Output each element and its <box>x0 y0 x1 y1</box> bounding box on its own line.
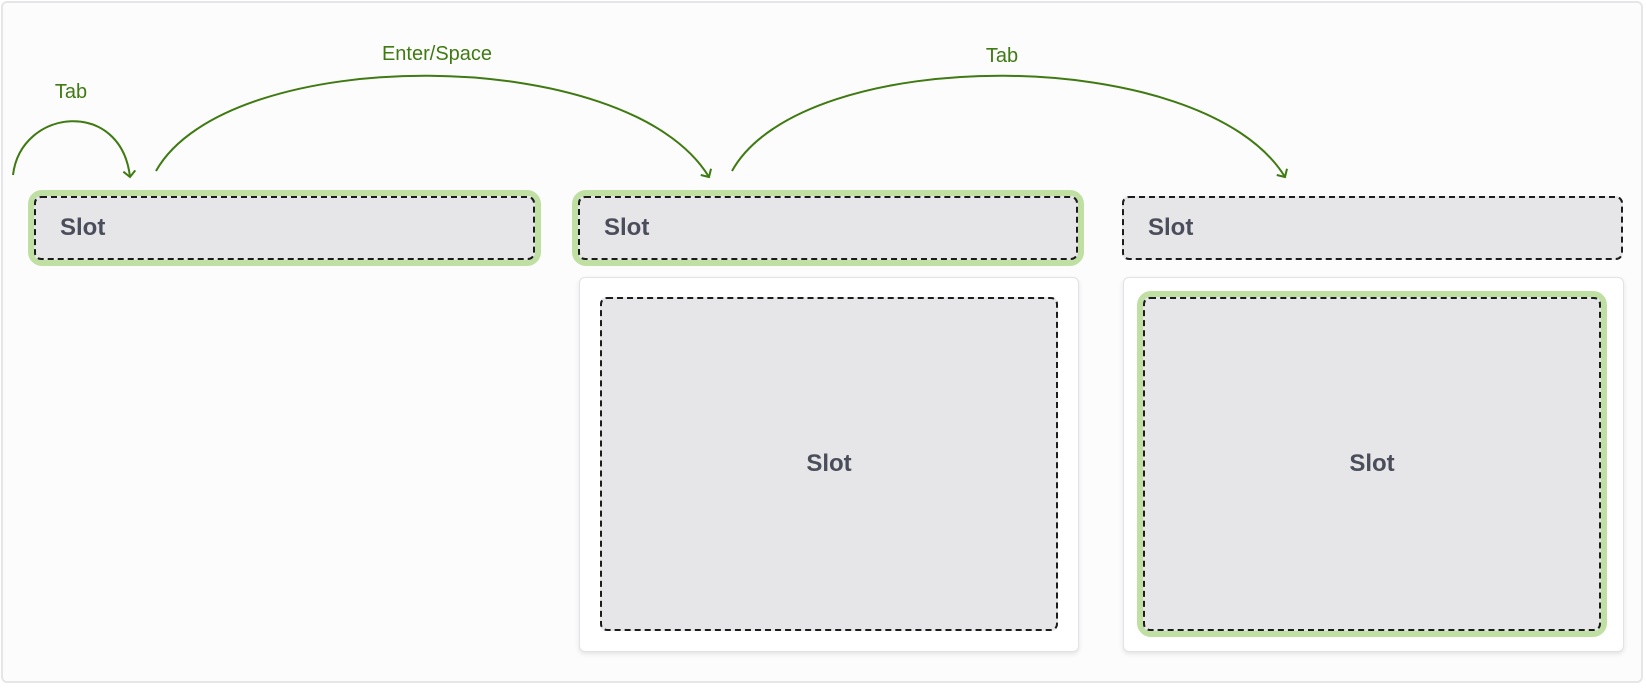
slot-label: Slot <box>604 214 650 241</box>
arrow-tab-1 <box>12 120 137 179</box>
slot-col3-header[interactable]: Slot <box>1122 196 1623 260</box>
slot-col2-content[interactable]: Slot <box>600 297 1058 631</box>
arrows-layer <box>12 74 1288 179</box>
focus-ring-col2-header <box>572 190 1084 266</box>
slot-label: Slot <box>60 214 106 241</box>
focus-ring-col3-content <box>1137 291 1607 637</box>
arrow-label-tab-2: Tab <box>985 45 1019 67</box>
slot-label: Slot <box>1148 214 1194 241</box>
slot-col1-header[interactable]: Slot <box>34 196 535 260</box>
slot-col3-content[interactable]: Slot <box>1143 297 1601 631</box>
arrow-tab-2 <box>731 74 1288 179</box>
slot-label: Slot <box>1349 450 1395 477</box>
slot-label: Slot <box>806 450 852 477</box>
arrow-enter-space <box>155 74 712 179</box>
arrow-label-tab-1: Tab <box>54 81 88 103</box>
slot-col2-header[interactable]: Slot <box>578 196 1078 260</box>
focus-ring-col1-header <box>28 190 541 266</box>
arrow-label-enter-space: Enter/Space <box>381 43 493 65</box>
